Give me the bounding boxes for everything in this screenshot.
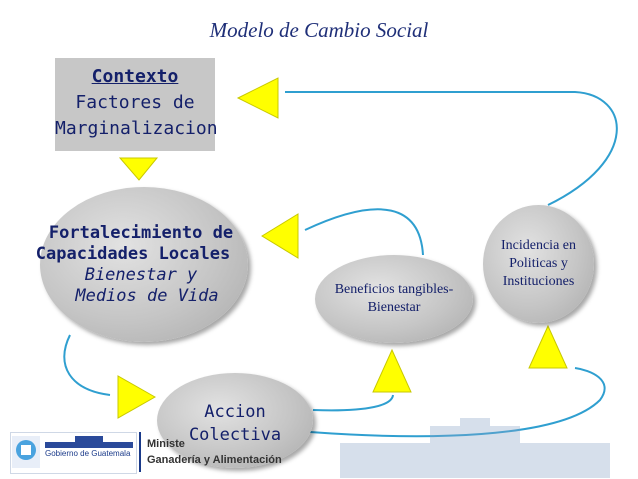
context-box: Contexto Factores de Marginalizacion xyxy=(55,58,218,151)
connector-accion-benef xyxy=(312,394,394,412)
node-fortalecimiento: Fortalecimiento de Capacidades Locales B… xyxy=(36,187,248,342)
accion-line-2: Colectiva xyxy=(188,424,282,445)
ministry-line-1: Ministe xyxy=(147,438,185,450)
arrowhead-left-fort xyxy=(261,213,299,259)
connector-accion-incid xyxy=(309,367,606,438)
accion-line-1: Accion xyxy=(204,401,266,422)
incid-line-2: Politicas y xyxy=(509,256,568,271)
connector-benef-fort xyxy=(304,208,424,256)
arrowhead-down xyxy=(118,157,159,181)
node-accion: Accion Colectiva xyxy=(157,373,313,468)
ministry-line-2: Ganadería y Alimentación xyxy=(147,454,282,466)
building-watermark-icon xyxy=(340,418,610,478)
gov-label: Gobierno de Guatemala xyxy=(45,449,131,458)
context-line-2: Marginalizacion xyxy=(55,118,218,139)
footer-divider xyxy=(139,432,141,472)
arrowhead-up-incid xyxy=(528,324,568,369)
fort-line-3: Bienestar y xyxy=(84,264,198,285)
fort-line-4: Medios de Vida xyxy=(75,285,219,306)
gov-building-icon xyxy=(45,436,133,448)
diagram-title: Modelo de Cambio Social xyxy=(209,18,429,42)
benef-line-1: Beneficios tangibles- xyxy=(334,282,454,297)
gov-emblem-icon xyxy=(12,436,40,468)
connector-fort-accion xyxy=(63,334,111,396)
node-incidencia: Incidencia en Politicas y Instituciones xyxy=(483,205,594,323)
arrowhead-left-context xyxy=(236,77,279,119)
incid-line-3: Instituciones xyxy=(502,274,575,289)
incid-line-1: Incidencia en xyxy=(500,238,576,253)
fort-line-2: Capacidades Locales xyxy=(35,243,231,264)
benef-line-2: Bienestar xyxy=(367,300,421,315)
connector-top-loop xyxy=(285,91,618,206)
fort-line-1: Fortalecimiento de xyxy=(48,222,234,243)
arrowhead-up-benef xyxy=(372,348,412,393)
node-beneficios: Beneficios tangibles- Bienestar xyxy=(315,255,473,343)
context-line-1: Factores de xyxy=(75,92,195,113)
context-heading: Contexto xyxy=(91,66,179,87)
arrowhead-right-accion xyxy=(117,375,157,419)
